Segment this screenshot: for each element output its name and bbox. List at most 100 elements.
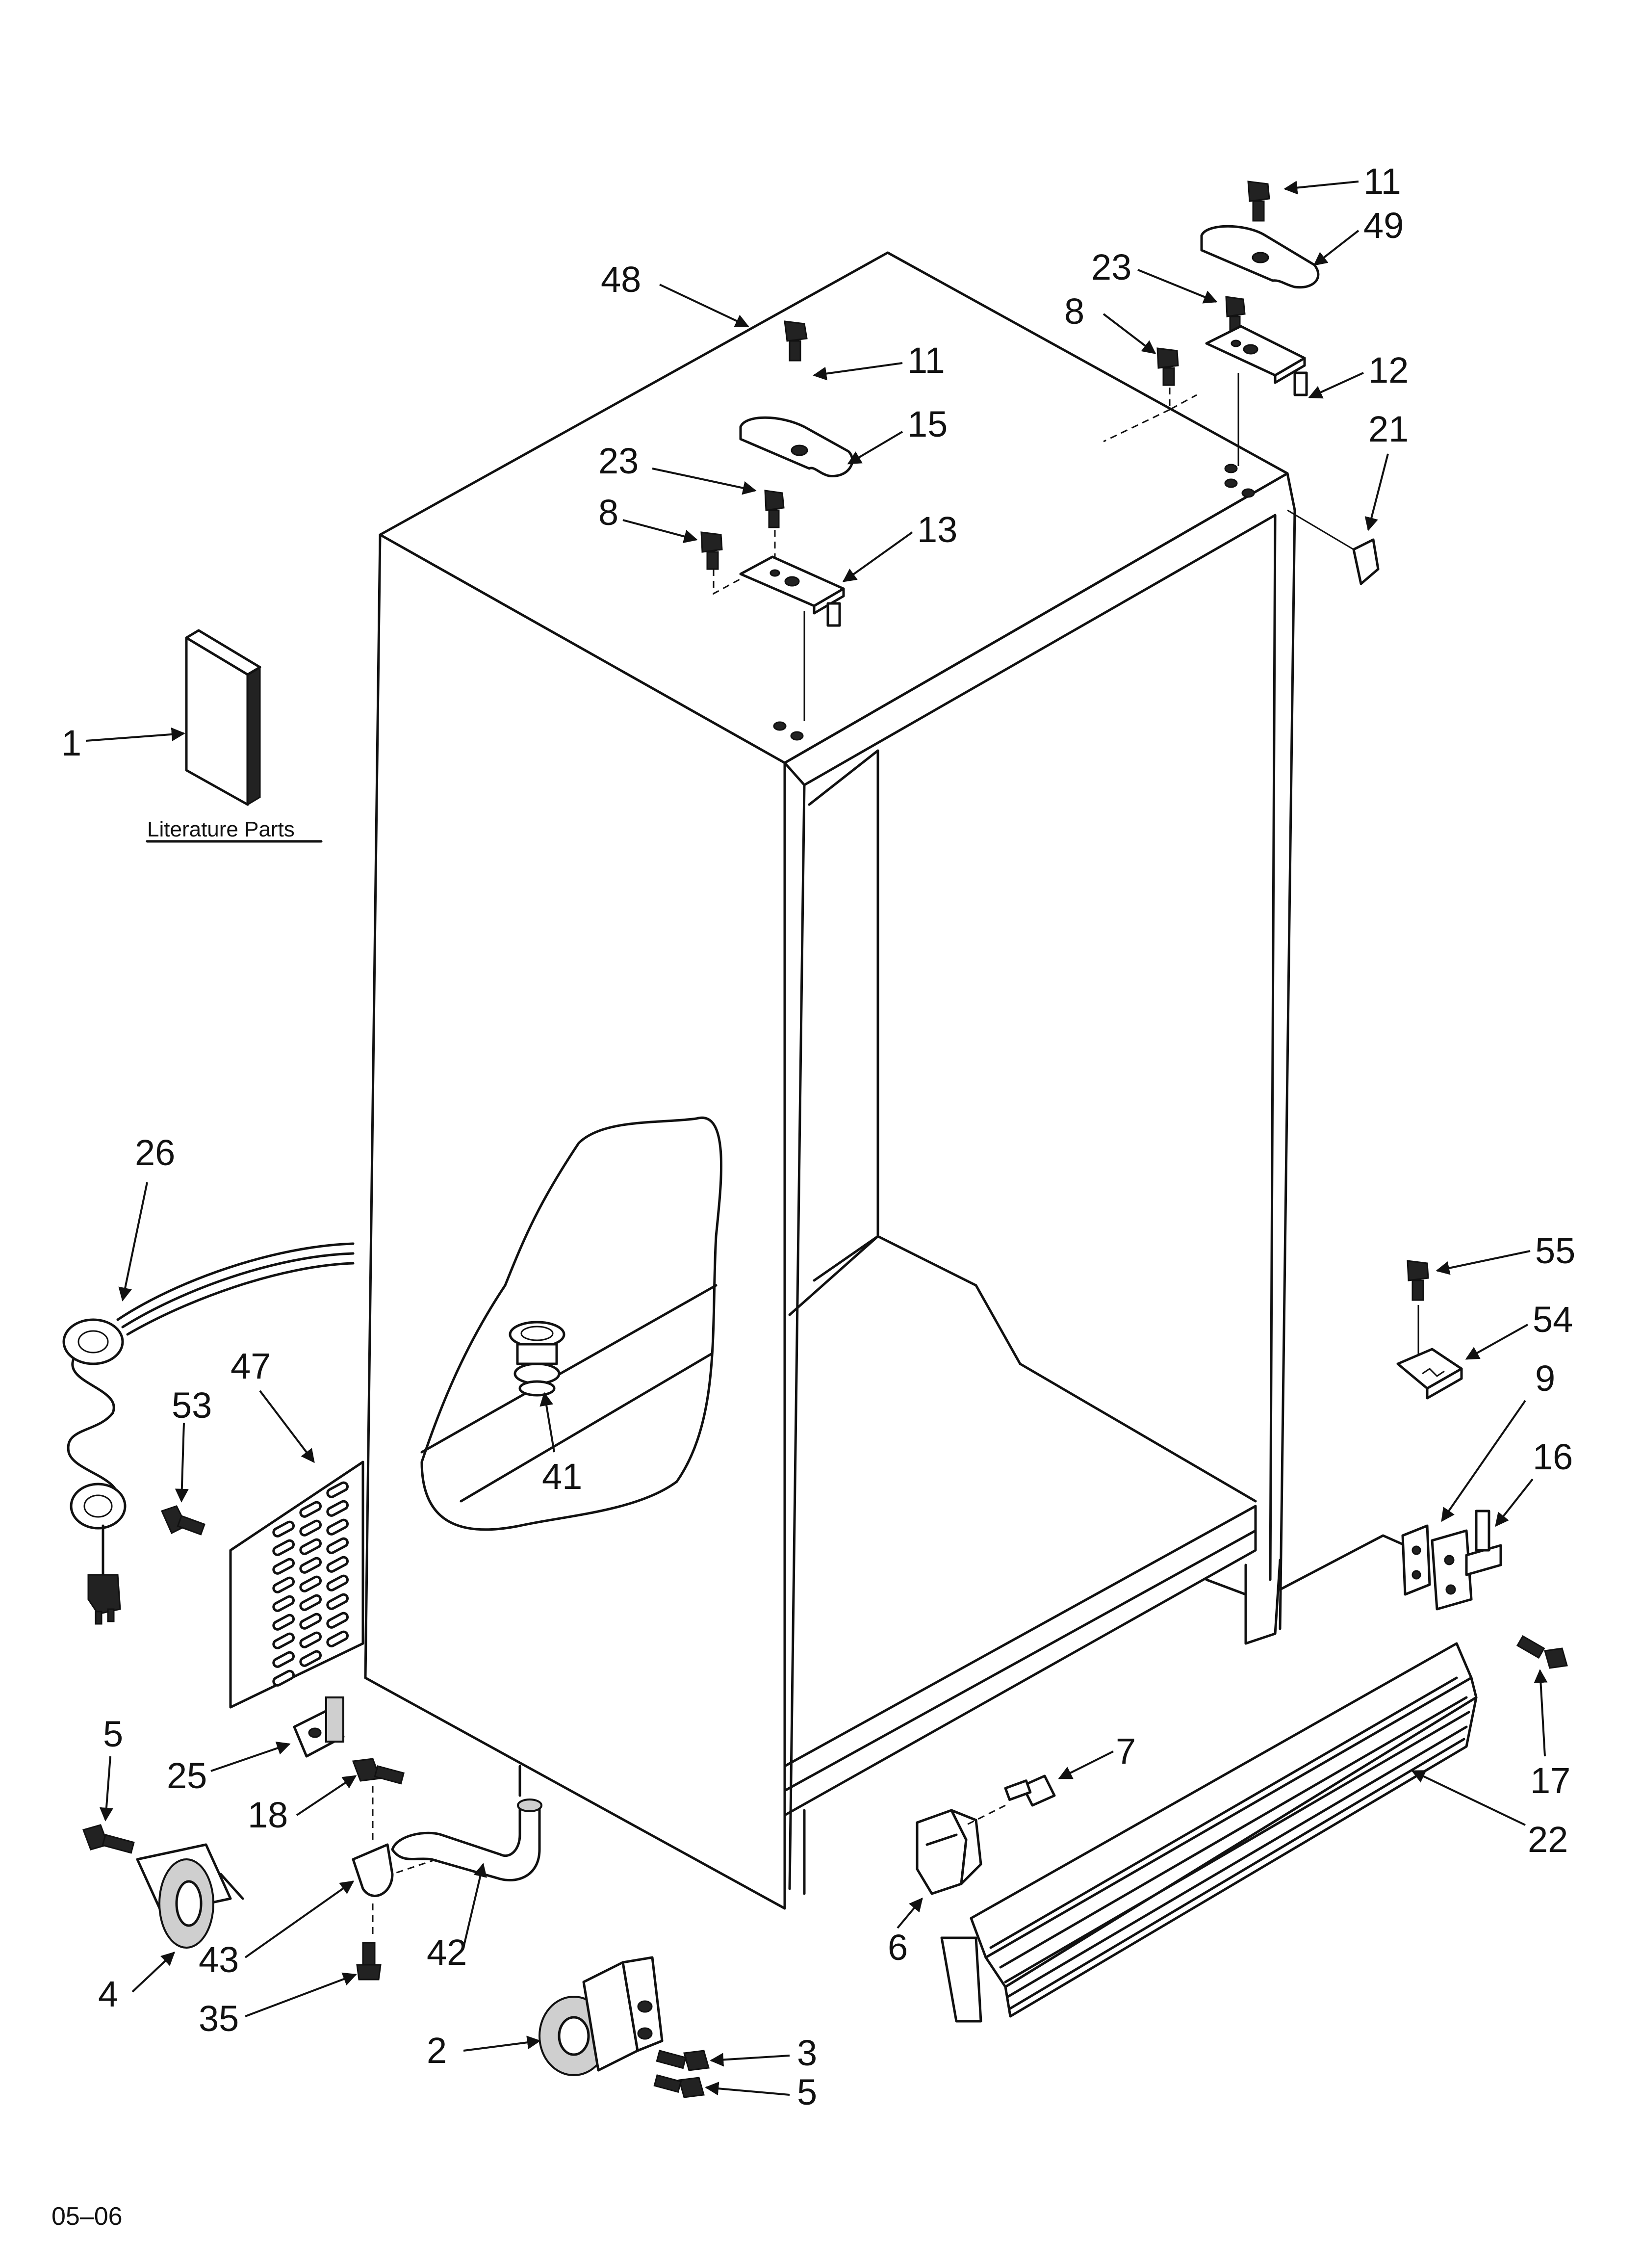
leader-line: [539, 1392, 555, 1453]
leader-line: [1465, 1324, 1528, 1360]
vent-slot: [272, 1520, 295, 1538]
shim-21: [1287, 509, 1380, 585]
access-panel: [229, 1460, 364, 1709]
hinge-16: [1431, 1510, 1502, 1611]
leader-line: [175, 1422, 189, 1503]
vent-slot: [272, 1595, 295, 1612]
label-11-right: 11: [1363, 161, 1401, 202]
vent-slot: [299, 1501, 322, 1518]
leader-line: [622, 519, 698, 544]
vent-slot: [272, 1539, 295, 1556]
leader-line: [1313, 230, 1360, 266]
label-23-left: 23: [598, 441, 639, 481]
vent-slot: [326, 1593, 349, 1610]
vent-slot: [299, 1594, 322, 1611]
label-43: 43: [199, 1939, 239, 1980]
vent-slot: [326, 1537, 349, 1554]
screw-5-left: [82, 1824, 135, 1854]
vent-slot: [299, 1538, 322, 1555]
label-15: 15: [907, 404, 948, 444]
left-top-hinge-assembly: [700, 320, 854, 721]
screw-53: [160, 1505, 205, 1536]
vent-slot: [299, 1575, 322, 1592]
label-55: 55: [1535, 1230, 1575, 1271]
vent-slot: [299, 1519, 322, 1537]
label-8-left: 8: [598, 492, 618, 533]
label-54: 54: [1533, 1299, 1573, 1340]
drain-tube-42: [391, 1765, 542, 1881]
leader-line: [1436, 1250, 1531, 1275]
vent-slot: [272, 1651, 295, 1668]
leader-line: [131, 1952, 176, 1993]
leader-line: [245, 1972, 357, 2017]
screw-18: [352, 1758, 405, 1785]
leader-line: [1364, 453, 1389, 531]
label-7: 7: [1116, 1731, 1136, 1772]
label-5-left: 5: [103, 1714, 123, 1754]
leader-line: [652, 468, 757, 495]
drain-fitting: [509, 1321, 565, 1397]
vent-slot: [326, 1556, 349, 1573]
label-12: 12: [1368, 350, 1409, 391]
vent-slot: [326, 1500, 349, 1517]
label-47: 47: [231, 1346, 271, 1386]
leader-line: [1058, 1750, 1114, 1779]
vent-slot: [299, 1557, 322, 1574]
label-35: 35: [199, 1998, 239, 2039]
front-roller-left: [136, 1843, 244, 1949]
label-4: 4: [98, 1974, 118, 2014]
vent-slot: [326, 1481, 349, 1498]
label-48: 48: [601, 259, 641, 300]
leader-line: [210, 1741, 291, 1772]
right-top-hinge-assembly: [1103, 181, 1320, 466]
vent-slot: [272, 1632, 295, 1649]
literature-parts-label: Literature Parts: [147, 817, 295, 841]
label-6: 6: [888, 1927, 908, 1968]
screw-55: [1407, 1260, 1429, 1364]
label-3: 3: [797, 2033, 817, 2073]
leader-line: [710, 2053, 790, 2067]
leader-line: [847, 431, 903, 465]
leader-line: [1411, 1770, 1526, 1826]
leader-line: [1103, 313, 1156, 354]
leader-line: [1308, 372, 1364, 399]
leader-line: [1137, 269, 1218, 304]
date-code: 05–06: [51, 2202, 123, 2231]
label-25: 25: [167, 1755, 207, 1796]
vent-slot: [299, 1650, 322, 1667]
label-2: 2: [427, 2030, 447, 2071]
leader-line: [463, 2035, 541, 2052]
label-18: 18: [248, 1795, 288, 1835]
leader-line: [99, 1756, 113, 1822]
label-42: 42: [427, 1932, 467, 1973]
vent-slot: [326, 1518, 349, 1536]
vent-slot: [326, 1574, 349, 1591]
label-5-right: 5: [797, 2072, 817, 2112]
vent-slot: [326, 1612, 349, 1629]
screw-3: [656, 2050, 710, 2071]
label-22: 22: [1528, 1819, 1568, 1860]
label-53: 53: [172, 1385, 212, 1426]
leader-line: [244, 1880, 355, 1958]
label-26: 26: [135, 1132, 175, 1173]
leader-line: [842, 531, 913, 582]
shim-9: [1401, 1524, 1431, 1596]
screw-5-right: [653, 2074, 705, 2098]
vent-slot: [272, 1576, 295, 1593]
leader-line: [85, 727, 185, 742]
leader-line: [1495, 1478, 1534, 1527]
grille-bracket-6: [916, 1809, 982, 1895]
label-17: 17: [1530, 1760, 1570, 1801]
label-8-right: 8: [1064, 291, 1084, 332]
label-49: 49: [1363, 205, 1404, 246]
base-grille: [940, 1642, 1478, 2023]
label-1: 1: [61, 723, 81, 763]
leader-line: [897, 1897, 923, 1929]
vent-slot: [272, 1614, 295, 1631]
power-cord: [62, 1242, 355, 1625]
leader-line: [705, 2082, 790, 2096]
leader-line: [118, 1182, 148, 1302]
label-9: 9: [1535, 1358, 1555, 1399]
label-11-left: 11: [907, 340, 945, 381]
leader-line: [1534, 1669, 1548, 1757]
